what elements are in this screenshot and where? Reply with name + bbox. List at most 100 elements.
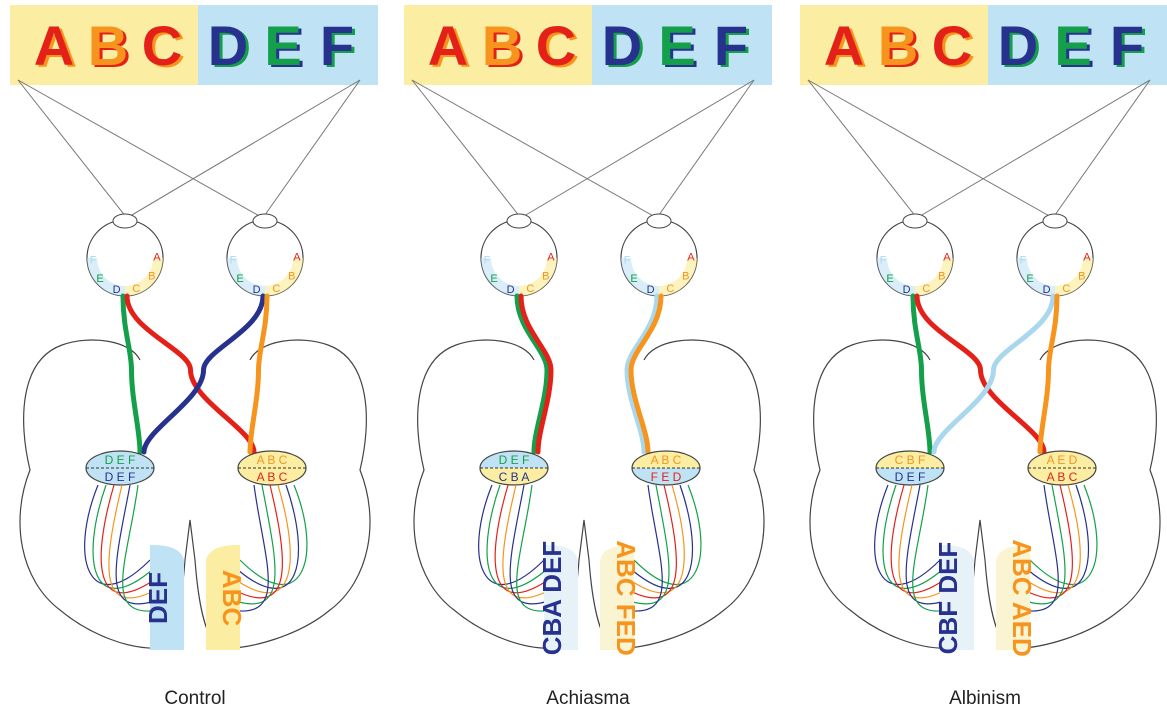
right-lgn-bottom-label: A B C [1047,470,1078,484]
field-letter: A [824,14,864,77]
field-letter: F [714,14,748,77]
field-letter-shadow: C [935,16,975,79]
right-cortex-letters: ABC [217,570,247,627]
optic-tract [914,293,1047,455]
radiation-right [1019,484,1059,612]
eye-letter: B [938,270,945,282]
radiation-right [1029,484,1098,585]
left-lgn-bottom-label: D E F [105,470,136,484]
left-cortex [150,545,184,650]
sight-line [17,79,271,223]
field-letter: B [482,14,522,77]
radiation-right [233,484,283,599]
radiation-left [84,484,151,585]
right-cortex [600,545,634,650]
caption-achiasma: Achiasma [546,688,630,709]
optic-tract [141,293,266,455]
right-lgn-top-label: A B C [257,453,288,467]
radiation-right [633,484,702,585]
eye-letter: C [272,283,280,295]
field-letter: F [320,14,354,77]
field-letter-shadow: F [323,16,357,79]
field-letter-shadow: C [145,16,185,79]
field-letter-shadow: A [827,16,867,79]
optic-tract [514,293,550,455]
caption-albinism: Albinism [949,688,1021,709]
field-letter-shadow: A [37,16,77,79]
eye-letter: C [132,283,140,295]
optic-tract [910,293,933,455]
eye-letter: F [484,255,491,267]
eye-letter: E [236,273,243,285]
field-letter-shadow: C [539,16,579,79]
radiation-right [1027,484,1090,589]
field-letter: A [34,14,74,77]
brain-outline [413,339,765,649]
eye-letter: F [624,255,631,267]
field-letter: D [208,14,248,77]
radiation-right [631,484,694,589]
right-eye-lens [252,213,278,229]
radiation-left [502,484,551,599]
sight-line [807,79,1061,223]
sight-line [653,79,755,223]
brain-outline [19,339,371,649]
right-eye-lens [646,213,672,229]
left-cortex-letters: CBA DEF [537,541,567,656]
field-letter: D [602,14,642,77]
field-letter-shadow: D [605,16,645,79]
sight-line [17,79,131,223]
field-letter: B [88,14,128,77]
optic-tract [518,293,554,455]
radiation-left [905,484,949,605]
field-letter: F [1110,14,1144,77]
field-yellow [800,5,988,85]
left-eye-lens [506,213,532,229]
optic-tract [124,293,257,455]
eye-letter: C [666,283,674,295]
radiation-left [494,484,549,594]
eye-letter: B [288,270,295,282]
right-lgn-bottom-label: A B C [257,470,288,484]
radiation-left [115,484,159,605]
sight-line [259,79,361,223]
field-letter-shadow: A [431,16,471,79]
radiation-left [874,484,941,585]
eye-letter: A [1083,251,1091,263]
field-letter: E [1054,14,1091,77]
left-lgn-bottom-label: C B A [499,470,530,484]
eye-letter: A [687,251,695,263]
radiation-left [478,484,545,585]
eye-letter: F [1020,255,1027,267]
field-letter-shadow: B [881,16,921,79]
right-cortex [996,545,1030,650]
field-letter: C [142,14,182,77]
field-letter: B [878,14,918,77]
optic-tract [120,293,143,455]
radiation-left [122,484,161,612]
eye-letter: E [1026,273,1033,285]
sight-line [909,79,1151,223]
radiation-left [486,484,547,589]
field-blue [198,5,378,85]
left-lgn-top-label: D E F [499,453,530,467]
brain-outline [809,339,1161,649]
left-cortex [544,545,578,650]
field-letter-shadow: E [661,16,698,79]
radiation-right [1021,484,1066,605]
left-lgn-top-label: D E F [105,453,136,467]
radiation-right [235,484,291,594]
radiation-right [231,484,276,605]
eye-letter: A [153,251,161,263]
field-letter-shadow: D [1001,16,1041,79]
eye-letter: D [1043,284,1051,296]
eye-letter: B [148,270,155,282]
right-lgn-bottom-label: F E D [651,470,682,484]
right-eye-lens [1042,213,1068,229]
field-letter: A [428,14,468,77]
eye-letter: D [903,284,911,296]
sight-line [807,79,921,223]
field-letter: C [932,14,972,77]
